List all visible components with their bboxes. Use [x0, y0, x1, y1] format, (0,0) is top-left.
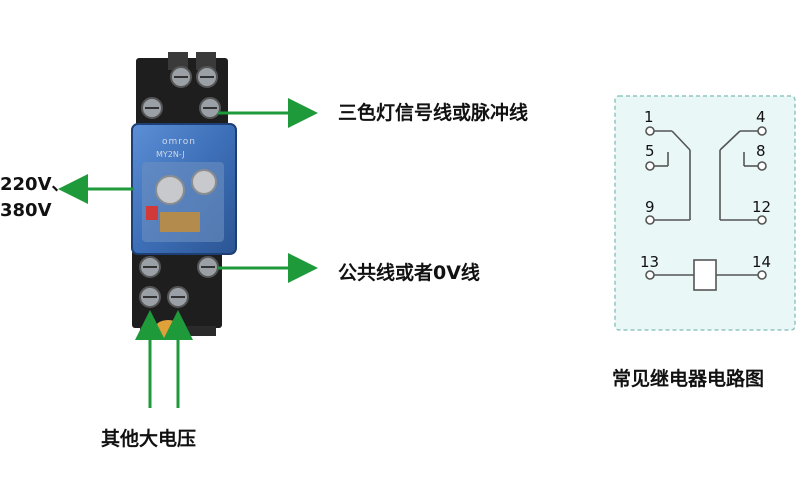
circuit-panel	[614, 95, 796, 331]
pin-label-12: 12	[752, 198, 772, 216]
circuit-caption: 常见继电器电路图	[612, 368, 765, 390]
pin-label-9: 9	[645, 198, 655, 216]
supply-voltage-line-1: 220V、	[0, 174, 70, 195]
relay-model-text: MY2N-J	[156, 150, 185, 159]
relay-brand-text: omron	[162, 137, 196, 147]
pin-label-1: 1	[644, 108, 654, 126]
common-line-label: 公共线或者0V线	[338, 262, 480, 284]
pin-label-14: 14	[752, 253, 772, 271]
pin-label-5: 5	[645, 142, 655, 160]
pin-label-4: 4	[756, 108, 766, 126]
arrows	[58, 98, 318, 408]
pin-label-8: 8	[756, 142, 766, 160]
supply-voltage-line-2: 380V	[0, 200, 52, 221]
pin-label-13: 13	[640, 253, 660, 271]
relay-cover	[131, 123, 237, 255]
supply-voltage-label: 220V、 380V	[0, 172, 70, 224]
top-terminals	[141, 52, 221, 119]
signal-line-label: 三色灯信号线或脉冲线	[338, 102, 529, 124]
other-voltage-label: 其他大电压	[101, 428, 197, 450]
